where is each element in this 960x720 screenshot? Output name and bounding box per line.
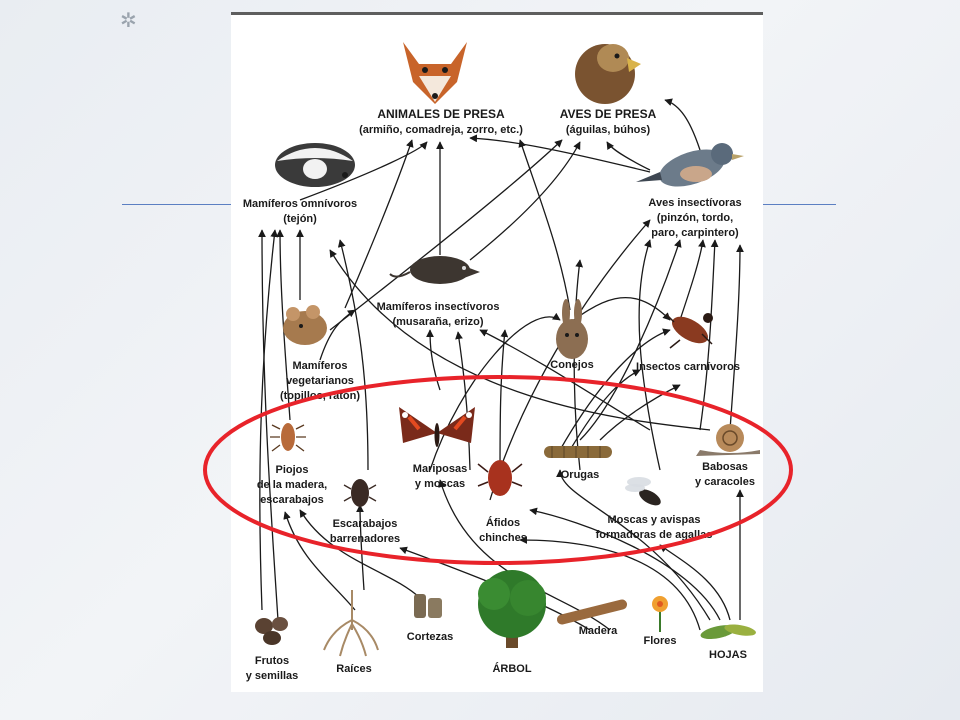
label-aves-insectivoras: Aves insectívoras <box>648 197 741 209</box>
label-piojos-sub1: de la madera, <box>257 479 327 491</box>
diagram-labels: ANIMALES DE PRESA (armiño, comadreja, zo… <box>243 107 755 682</box>
label-escarabajos: Escarabajos <box>333 518 398 530</box>
arrow <box>529 507 721 621</box>
arrow <box>606 141 651 171</box>
arrow <box>556 469 711 621</box>
arrow <box>426 329 441 391</box>
label-piojos: Piojos <box>275 464 308 476</box>
butterfly-icon <box>399 407 475 447</box>
accent-line-left <box>122 204 232 205</box>
snail-icon <box>696 424 760 456</box>
arrow <box>258 229 279 621</box>
label-cortezas: Cortezas <box>407 631 453 643</box>
label-moscas-avispas-sub: formadoras de agallas <box>596 529 713 541</box>
decorative-star-icon: ✲ <box>120 10 137 32</box>
badger-icon <box>275 143 355 187</box>
seeds-icon <box>255 617 288 645</box>
label-escarabajos-sub: barrenadores <box>330 533 400 545</box>
label-raices: Raíces <box>336 663 371 675</box>
label-afidos-sub: chinches <box>479 532 527 544</box>
arrow <box>429 312 561 471</box>
arrow <box>518 139 571 311</box>
arrow <box>455 331 471 471</box>
label-orugas: Orugas <box>561 469 600 481</box>
arrow <box>299 509 421 599</box>
finch-icon <box>636 143 744 187</box>
arrow <box>356 504 365 591</box>
wasp-icon <box>625 477 661 506</box>
caterpillar-icon <box>544 446 612 458</box>
label-vegetarianos-sub1: vegetarianos <box>286 375 354 387</box>
arrow <box>319 309 356 361</box>
arrow <box>469 134 651 173</box>
label-madera: Madera <box>579 625 618 637</box>
tree-icon <box>478 570 546 648</box>
arrow <box>283 511 356 611</box>
bark-beetle-icon <box>343 479 377 507</box>
label-arbol: ÁRBOL <box>492 662 531 675</box>
label-aves-presa: AVES DE PRESA <box>560 107 657 121</box>
shrew-icon <box>389 256 480 284</box>
label-omnivoros: Mamíferos omnívoros <box>243 198 357 210</box>
label-aves-presa-sub: (águilas, búhos) <box>566 124 651 136</box>
bark-icon <box>414 594 442 618</box>
label-flores: Flores <box>643 635 676 647</box>
arrow <box>599 384 681 441</box>
arrow <box>299 141 428 201</box>
arrow <box>519 536 701 631</box>
mouse-icon <box>283 305 327 345</box>
arrow <box>489 219 651 501</box>
arrow <box>276 229 291 421</box>
louse-icon <box>270 423 306 452</box>
arrow <box>344 139 414 309</box>
arrow <box>337 239 369 471</box>
beetle-icon <box>665 313 713 349</box>
arrow <box>638 239 661 471</box>
arrow <box>569 369 641 451</box>
label-aves-insectivoras-sub1: (pinzón, tordo, <box>657 212 733 224</box>
arrow <box>659 544 731 621</box>
highlight-ellipse <box>203 375 793 565</box>
label-conejos: Conejos <box>550 359 593 371</box>
label-mam-insectivoros-sub: (musaraña, erizo) <box>392 316 483 328</box>
arrow <box>469 141 581 261</box>
aphid-icon <box>477 460 523 496</box>
arrow <box>664 98 701 151</box>
label-mam-insectivoros: Mamíferos insectívoros <box>377 301 500 313</box>
arrow <box>559 328 671 451</box>
label-aves-insectivoras-sub2: paro, carpintero) <box>651 227 739 239</box>
label-mariposas-sub: y moscas <box>415 478 465 490</box>
label-animales-presa-sub: (armiño, comadreja, zorro, etc.) <box>359 124 523 136</box>
roots-icon <box>323 590 379 657</box>
label-animales-presa: ANIMALES DE PRESA <box>377 107 505 121</box>
accent-line-right <box>760 204 836 205</box>
arrow <box>329 249 711 431</box>
label-vegetarianos: Mamíferos <box>292 360 347 372</box>
eagle-icon <box>575 44 641 104</box>
rabbit-icon <box>556 299 588 359</box>
wood-icon <box>556 599 628 625</box>
flowers-icon <box>652 596 668 632</box>
arrow <box>329 139 563 331</box>
label-piojos-sub2: escarabajos <box>260 494 324 506</box>
label-babosas-sub: y caracoles <box>695 476 755 488</box>
label-omnivoros-sub: (tejón) <box>283 213 317 225</box>
arrow <box>259 229 279 611</box>
label-insectos-carnivoros: Insectos carnívoros <box>636 361 740 373</box>
label-babosas: Babosas <box>702 461 748 473</box>
label-mariposas: Mariposas <box>413 463 467 475</box>
panel-top-border <box>231 12 763 15</box>
leaves-icon <box>700 624 756 640</box>
arrow <box>729 244 744 431</box>
label-moscas-avispas: Moscas y avispas <box>608 514 701 526</box>
arrow <box>579 239 682 441</box>
fox-icon <box>403 42 467 104</box>
label-hojas: HOJAS <box>709 649 747 661</box>
label-frutos: Frutos <box>255 655 289 667</box>
arrow <box>679 239 706 321</box>
label-afidos: Áfidos <box>486 516 520 529</box>
label-frutos-sub: y semillas <box>246 670 299 682</box>
